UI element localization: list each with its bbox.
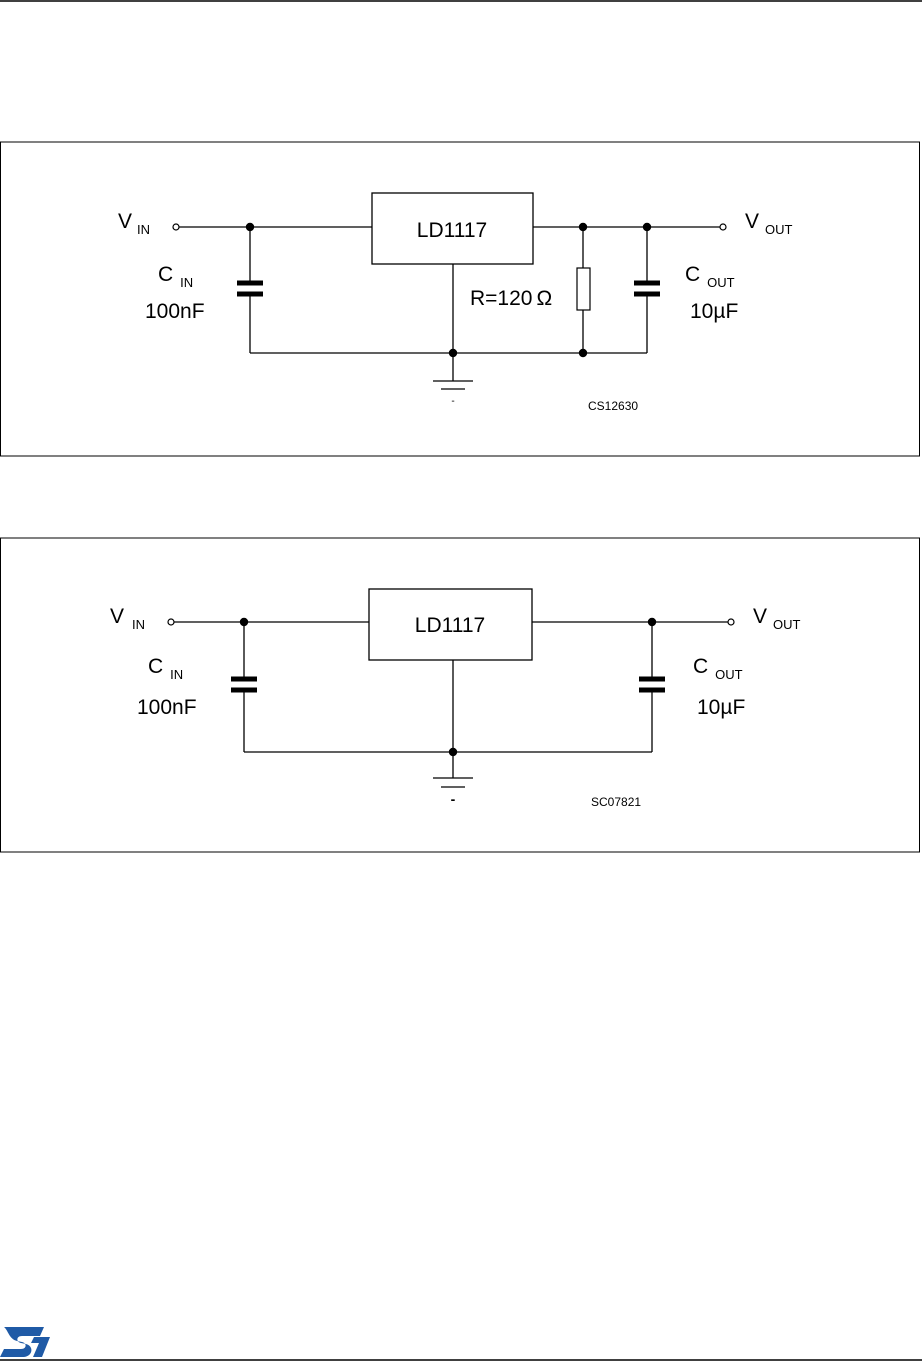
ground-mark: - [451,791,456,807]
cin-value: 100nF [145,300,205,323]
cout-value: 10µF [697,696,745,719]
figure-code: CS12630 [588,399,638,413]
junction-dot [579,223,587,231]
junction-dot [449,748,457,756]
figure-1-frame [1,142,920,456]
junction-dot [240,618,248,626]
chip-label: LD1117 [415,614,485,637]
junction-dot [246,223,254,231]
figure-2-frame [1,538,920,852]
vout-terminal [728,619,734,625]
resistor-body [577,268,590,310]
ground-icon [433,778,473,787]
junction-dot [648,618,656,626]
vin-terminal [173,224,179,230]
junction-dot [643,223,651,231]
figure-code: SC07821 [591,795,641,809]
cout-value: 10µF [690,300,738,323]
junction-dot [449,349,457,357]
vin-terminal [168,619,174,625]
ground-icon [433,381,473,389]
cin-value: 100nF [137,696,197,719]
st-logo-icon [0,1327,50,1357]
chip-label: LD1117 [417,219,487,242]
junction-dot [579,349,587,357]
vout-terminal [720,224,726,230]
ground-mark: - [451,396,454,407]
